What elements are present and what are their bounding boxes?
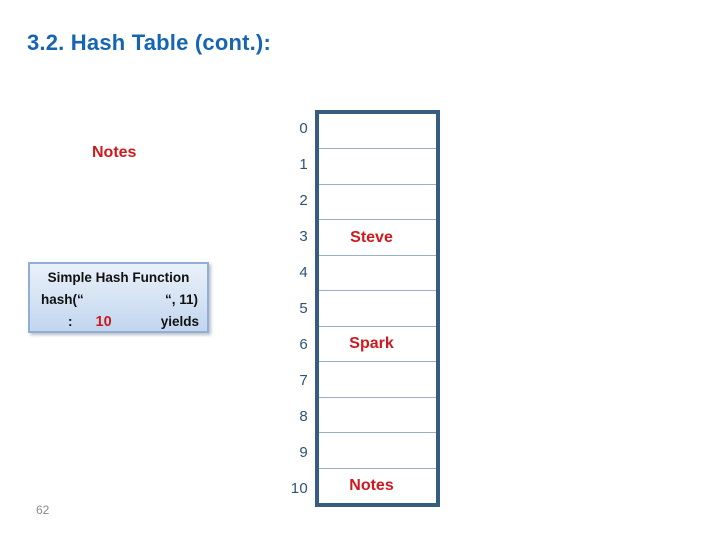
result-value: 10 — [95, 314, 112, 330]
row-index-label: 3 — [299, 227, 308, 245]
row-index-label: 9 — [299, 444, 308, 462]
hash-function-call-line: hash(“ “, 11) — [30, 289, 207, 311]
cell-value: Steve — [350, 228, 393, 246]
notes-callout-label: Notes — [92, 144, 137, 161]
cell-value: Spark — [349, 334, 394, 352]
row-index-label: 4 — [299, 263, 308, 281]
row-index-label: 6 — [299, 336, 308, 354]
table-cell: Notes — [319, 467, 436, 503]
hash-table: Steve Spark Notes — [315, 110, 440, 507]
row-index-label: 2 — [299, 191, 308, 209]
row-index-label: 8 — [299, 408, 308, 426]
hash-function-result-line: : 10 yields — [30, 311, 207, 333]
hash-function-box: Simple Hash Function hash(“ “, 11) : 10 … — [28, 262, 209, 333]
row-index-label: 7 — [299, 372, 308, 390]
hash-function-title: Simple Hash Function — [30, 267, 207, 289]
row-index-label: 10 — [290, 480, 308, 498]
row-index-label: 1 — [299, 155, 308, 173]
table-cell: Spark — [319, 325, 436, 361]
table-cell — [319, 432, 436, 467]
table-cell — [319, 254, 436, 290]
table-cell — [319, 148, 436, 183]
table-cell: Steve — [319, 219, 436, 254]
hash-function-title-text: Simple Hash Function — [47, 270, 190, 285]
hash-table-index-column: 0 1 2 3 4 5 6 7 8 9 10 — [228, 110, 308, 507]
row-index-label: 5 — [299, 300, 308, 318]
table-cell — [319, 183, 436, 219]
hash-call-close: “, 11) — [164, 292, 198, 307]
table-cell — [319, 361, 436, 396]
page-title: 3.2. Hash Table (cont.): — [27, 30, 271, 55]
table-cell — [319, 396, 436, 432]
cell-value: Notes — [349, 476, 394, 494]
hash-call-open: hash(“ — [41, 292, 84, 307]
table-cell — [319, 290, 436, 325]
result-colon: : — [68, 314, 73, 329]
row-index-label: 0 — [299, 119, 308, 137]
table-cell — [319, 114, 436, 148]
page-number: 62 — [36, 503, 50, 517]
result-suffix: yields — [160, 314, 199, 329]
